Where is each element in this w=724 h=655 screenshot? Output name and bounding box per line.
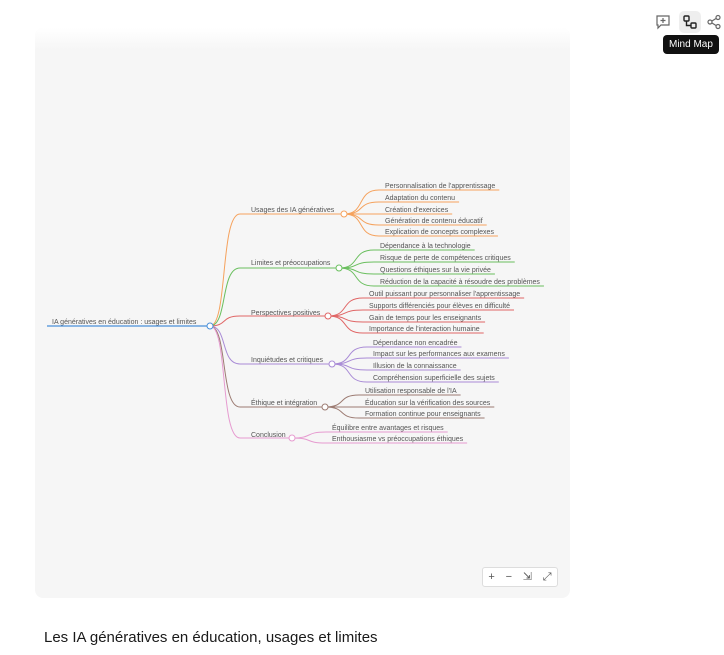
leaf-node-label[interactable]: Outil puissant pour personnaliser l'appr… — [369, 291, 520, 298]
leaf-connector — [331, 363, 499, 383]
zoom-out-button[interactable]: − — [505, 571, 513, 583]
leaf-node-label[interactable]: Enthousiasme vs préoccupations éthiques — [332, 436, 464, 443]
zoom-in-button[interactable]: + — [488, 571, 495, 583]
mind-map-icon — [683, 15, 697, 29]
leaf-node-label[interactable]: Adaptation du contenu — [385, 195, 455, 202]
fullscreen-button[interactable]: ⤢ — [542, 571, 552, 583]
mind-map-button[interactable] — [679, 11, 701, 33]
map-controls: + − ⇲ ⤢ — [482, 567, 558, 587]
leaf-node-label[interactable]: Importance de l'interaction humaine — [369, 326, 480, 333]
leaf-node-label[interactable]: Réduction de la capacité à résoudre des … — [380, 279, 540, 286]
leaf-node-label[interactable]: Supports différenciés pour élèves en dif… — [369, 303, 510, 310]
root-node-label[interactable]: IA génératives en éducation : usages et … — [52, 319, 197, 326]
leaf-node-label[interactable]: Gain de temps pour les enseignants — [369, 315, 482, 322]
root-collapse-toggle[interactable] — [206, 322, 214, 330]
leaf-node-label[interactable]: Éducation sur la vérification des source… — [365, 398, 491, 407]
mind-map-tooltip: Mind Map — [663, 35, 719, 54]
leaf-connector — [343, 213, 498, 237]
leaf-connector — [291, 437, 468, 444]
mind-map-canvas[interactable]: IA génératives en éducation : usages et … — [35, 28, 570, 598]
add-comment-button[interactable] — [652, 11, 674, 33]
leaf-node-label[interactable]: Risque de perte de compétences critiques — [380, 255, 511, 262]
panel-top-fade — [35, 28, 570, 50]
branch-collapse-toggle[interactable] — [324, 312, 332, 320]
leaf-node-label[interactable]: Équilibre entre avantages et risques — [332, 423, 444, 432]
leaf-node-label[interactable]: Formation continue pour enseignants — [365, 411, 481, 418]
share-icon — [707, 14, 721, 30]
branch-node-label[interactable]: Limites et préoccupations — [251, 260, 331, 267]
branch-connector — [209, 325, 325, 408]
leaf-connector — [338, 267, 544, 287]
leaf-node-label[interactable]: Dépendance non encadrée — [373, 340, 458, 347]
branch-collapse-toggle[interactable] — [340, 210, 348, 218]
leaf-node-label[interactable]: Utilisation responsable de l'IA — [365, 388, 457, 395]
branch-collapse-toggle[interactable] — [288, 434, 296, 442]
share-button[interactable] — [703, 11, 724, 33]
branch-connector — [209, 325, 292, 439]
add-comment-icon — [656, 15, 670, 30]
leaf-node-label[interactable]: Compréhension superficielle des sujets — [373, 375, 495, 382]
branch-collapse-toggle[interactable] — [335, 264, 343, 272]
leaf-connector — [327, 315, 484, 334]
leaf-node-label[interactable]: Personnalisation de l'apprentissage — [385, 183, 495, 190]
page-caption: Les IA génératives en éducation, usages … — [44, 629, 378, 646]
fit-view-button[interactable]: ⇲ — [522, 571, 532, 583]
branch-node-label[interactable]: Usages des IA génératives — [251, 207, 335, 214]
leaf-node-label[interactable]: Illusion de la connaissance — [373, 363, 457, 370]
branch-node-label[interactable]: Perspectives positives — [251, 310, 321, 317]
branch-connector — [209, 315, 328, 327]
leaf-node-label[interactable]: Impact sur les performances aux examens — [373, 351, 505, 358]
branch-node-label[interactable]: Inquiétudes et critiques — [251, 357, 323, 364]
branch-collapse-toggle[interactable] — [328, 360, 336, 368]
leaf-node-label[interactable]: Explication de concepts complexes — [385, 229, 494, 236]
leaf-node-label[interactable]: Dépendance à la technologie — [380, 243, 471, 250]
branch-collapse-toggle[interactable] — [321, 403, 329, 411]
leaf-node-label[interactable]: Questions éthiques sur la vie privée — [380, 267, 491, 274]
branch-node-label[interactable]: Éthique et intégration — [251, 398, 317, 407]
branch-connector — [209, 213, 344, 327]
leaf-connector — [324, 406, 485, 419]
branch-connector — [209, 267, 339, 327]
branch-node-label[interactable]: Conclusion — [251, 432, 286, 439]
leaf-node-label[interactable]: Génération de contenu éducatif — [385, 218, 483, 225]
branch-connector — [209, 325, 332, 365]
leaf-node-label[interactable]: Création d'exercices — [385, 207, 449, 214]
mind-map-panel[interactable]: IA génératives en éducation : usages et … — [35, 28, 570, 598]
